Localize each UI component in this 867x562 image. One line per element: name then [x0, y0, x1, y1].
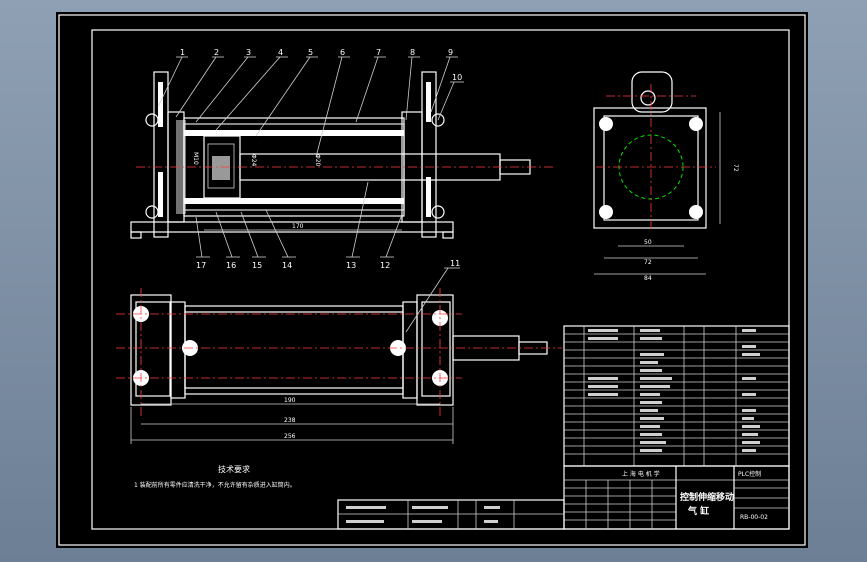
- balloon-5: 5: [308, 48, 313, 57]
- parts-list: [563, 325, 790, 467]
- dim-side-mid: 72: [644, 259, 652, 266]
- part-title-2: 气 缸: [687, 505, 709, 517]
- side-view: 50 72 84 72: [593, 71, 739, 282]
- balloon-11: 11: [450, 259, 460, 268]
- dim-side-total: 84: [644, 275, 652, 282]
- part-title-1: 控制伸缩移动: [680, 491, 734, 503]
- dim-plan-1: 190: [284, 397, 296, 404]
- plan-view: 11 190 238 256: [116, 259, 562, 444]
- balloon-4: 4: [278, 48, 283, 57]
- balloon-16: 16: [226, 261, 236, 270]
- title-block: 上 海 电 机 学 PLC控制 控制伸缩移动 气 缸 RB-00-02: [563, 465, 790, 530]
- svg-text:Φ20: Φ20: [314, 154, 321, 167]
- product-code: PLC控制: [738, 470, 761, 478]
- balloon-12: 12: [380, 261, 390, 270]
- balloon-8: 8: [410, 48, 415, 57]
- balloon-14: 14: [282, 261, 292, 270]
- balloon-9: 9: [448, 48, 453, 57]
- balloon-1: 1: [180, 48, 185, 57]
- svg-text:M10: M10: [192, 152, 199, 165]
- front-section-view: Φ24 Φ20 M10 170: [130, 71, 554, 239]
- top-balloons: 1 2 3 4 5 6 7 8 9 10: [157, 48, 464, 158]
- dim-plan-2: 238: [284, 417, 296, 424]
- tech-req-item-1: 1 装配前所有零件应清洗干净，不允许留有杂质进入缸筒内。: [134, 481, 296, 489]
- drawing-number: RB-00-02: [740, 514, 768, 521]
- dim-front-length: 170: [292, 223, 304, 230]
- revision-strip: [337, 499, 565, 530]
- dim-side-height: 72: [732, 164, 739, 172]
- company-name: 上 海 电 机 学: [622, 470, 660, 478]
- balloon-15: 15: [252, 261, 262, 270]
- balloon-7: 7: [376, 48, 381, 57]
- dim-plan-3: 256: [284, 433, 296, 440]
- svg-text:Φ24: Φ24: [250, 154, 257, 167]
- balloon-17: 17: [196, 261, 206, 270]
- drawing-canvas: Φ24 Φ20 M10 170 1 2 3: [58, 14, 806, 546]
- balloon-3: 3: [246, 48, 251, 57]
- bottom-balloons: 17 16 15 14 13 12: [195, 181, 402, 270]
- dim-side-inner: 50: [644, 239, 652, 246]
- tech-req-heading: 技术要求: [218, 464, 250, 474]
- balloon-2: 2: [214, 48, 219, 57]
- balloon-13: 13: [346, 261, 356, 270]
- balloon-6: 6: [340, 48, 345, 57]
- drawing-sheet[interactable]: Φ24 Φ20 M10 170 1 2 3: [56, 12, 808, 548]
- outer-frame: [58, 14, 806, 546]
- balloon-10: 10: [452, 73, 462, 82]
